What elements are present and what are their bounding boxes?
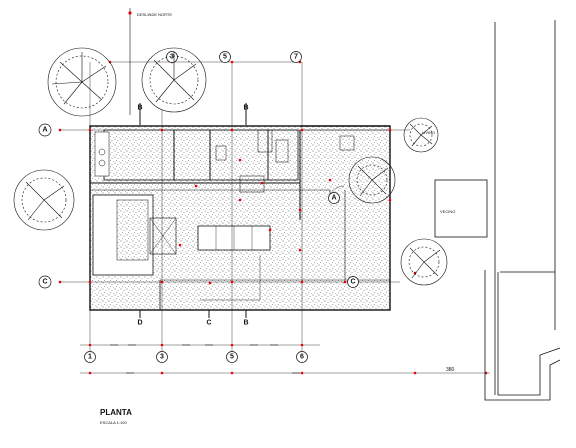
annex-box: VECINO <box>434 179 488 238</box>
dimension-ticks <box>110 344 300 374</box>
tree-icon <box>403 117 439 153</box>
grid-bubbles-sides: A C A C <box>38 123 359 289</box>
title-block: PLANTA ESCALA 1:100 <box>100 408 132 425</box>
grid-bubble-label: 3 <box>170 54 174 61</box>
tree-icon <box>348 156 396 204</box>
section-mark-label: B <box>243 105 248 112</box>
grid-bubble-label: 1 <box>88 354 92 361</box>
north-marker: DESLINDE NORTE <box>128 8 172 115</box>
section-mark-label: B <box>243 320 248 327</box>
tree-icon <box>13 169 75 231</box>
tree-icon <box>400 238 448 286</box>
grid-bubble-label: 6 <box>300 354 304 361</box>
drawing-scale: ESCALA 1:100 <box>100 420 127 425</box>
tree-icon <box>141 47 207 113</box>
grid-bubble-label: 5 <box>230 354 234 361</box>
adjacent-property <box>484 20 561 401</box>
grid-bubbles-top: 3 5 7 <box>166 51 302 63</box>
section-mark-label: D <box>137 320 142 327</box>
grid-lines <box>60 61 490 374</box>
grid-bubble-label: 7 <box>294 54 298 61</box>
section-markers: B B D C B A <box>137 103 249 327</box>
adjacent-label: VECINO <box>440 209 455 214</box>
grid-bubble-label: C <box>42 279 47 286</box>
north-label: DESLINDE NORTE <box>137 12 172 17</box>
section-mark-label: B <box>137 105 142 112</box>
grid-bubble-label: A <box>42 127 47 134</box>
section-mark-label: C <box>206 320 211 327</box>
grid-bubble-label: A <box>331 195 336 202</box>
grid-bubble-label: C <box>350 279 355 286</box>
reference-markers <box>58 60 488 375</box>
grid-bubbles-bottom: 1 3 5 6 <box>84 351 308 363</box>
grid-bubble-label: 5 <box>223 54 227 61</box>
dimension-label: 380 <box>446 367 455 373</box>
grid-bubble-label: 3 <box>160 354 164 361</box>
tree-symbols <box>13 47 448 286</box>
drawing-title: PLANTA <box>100 408 132 417</box>
building-plan <box>89 125 391 311</box>
tree-icon <box>47 47 117 117</box>
annex-label: LIVING <box>422 130 435 135</box>
